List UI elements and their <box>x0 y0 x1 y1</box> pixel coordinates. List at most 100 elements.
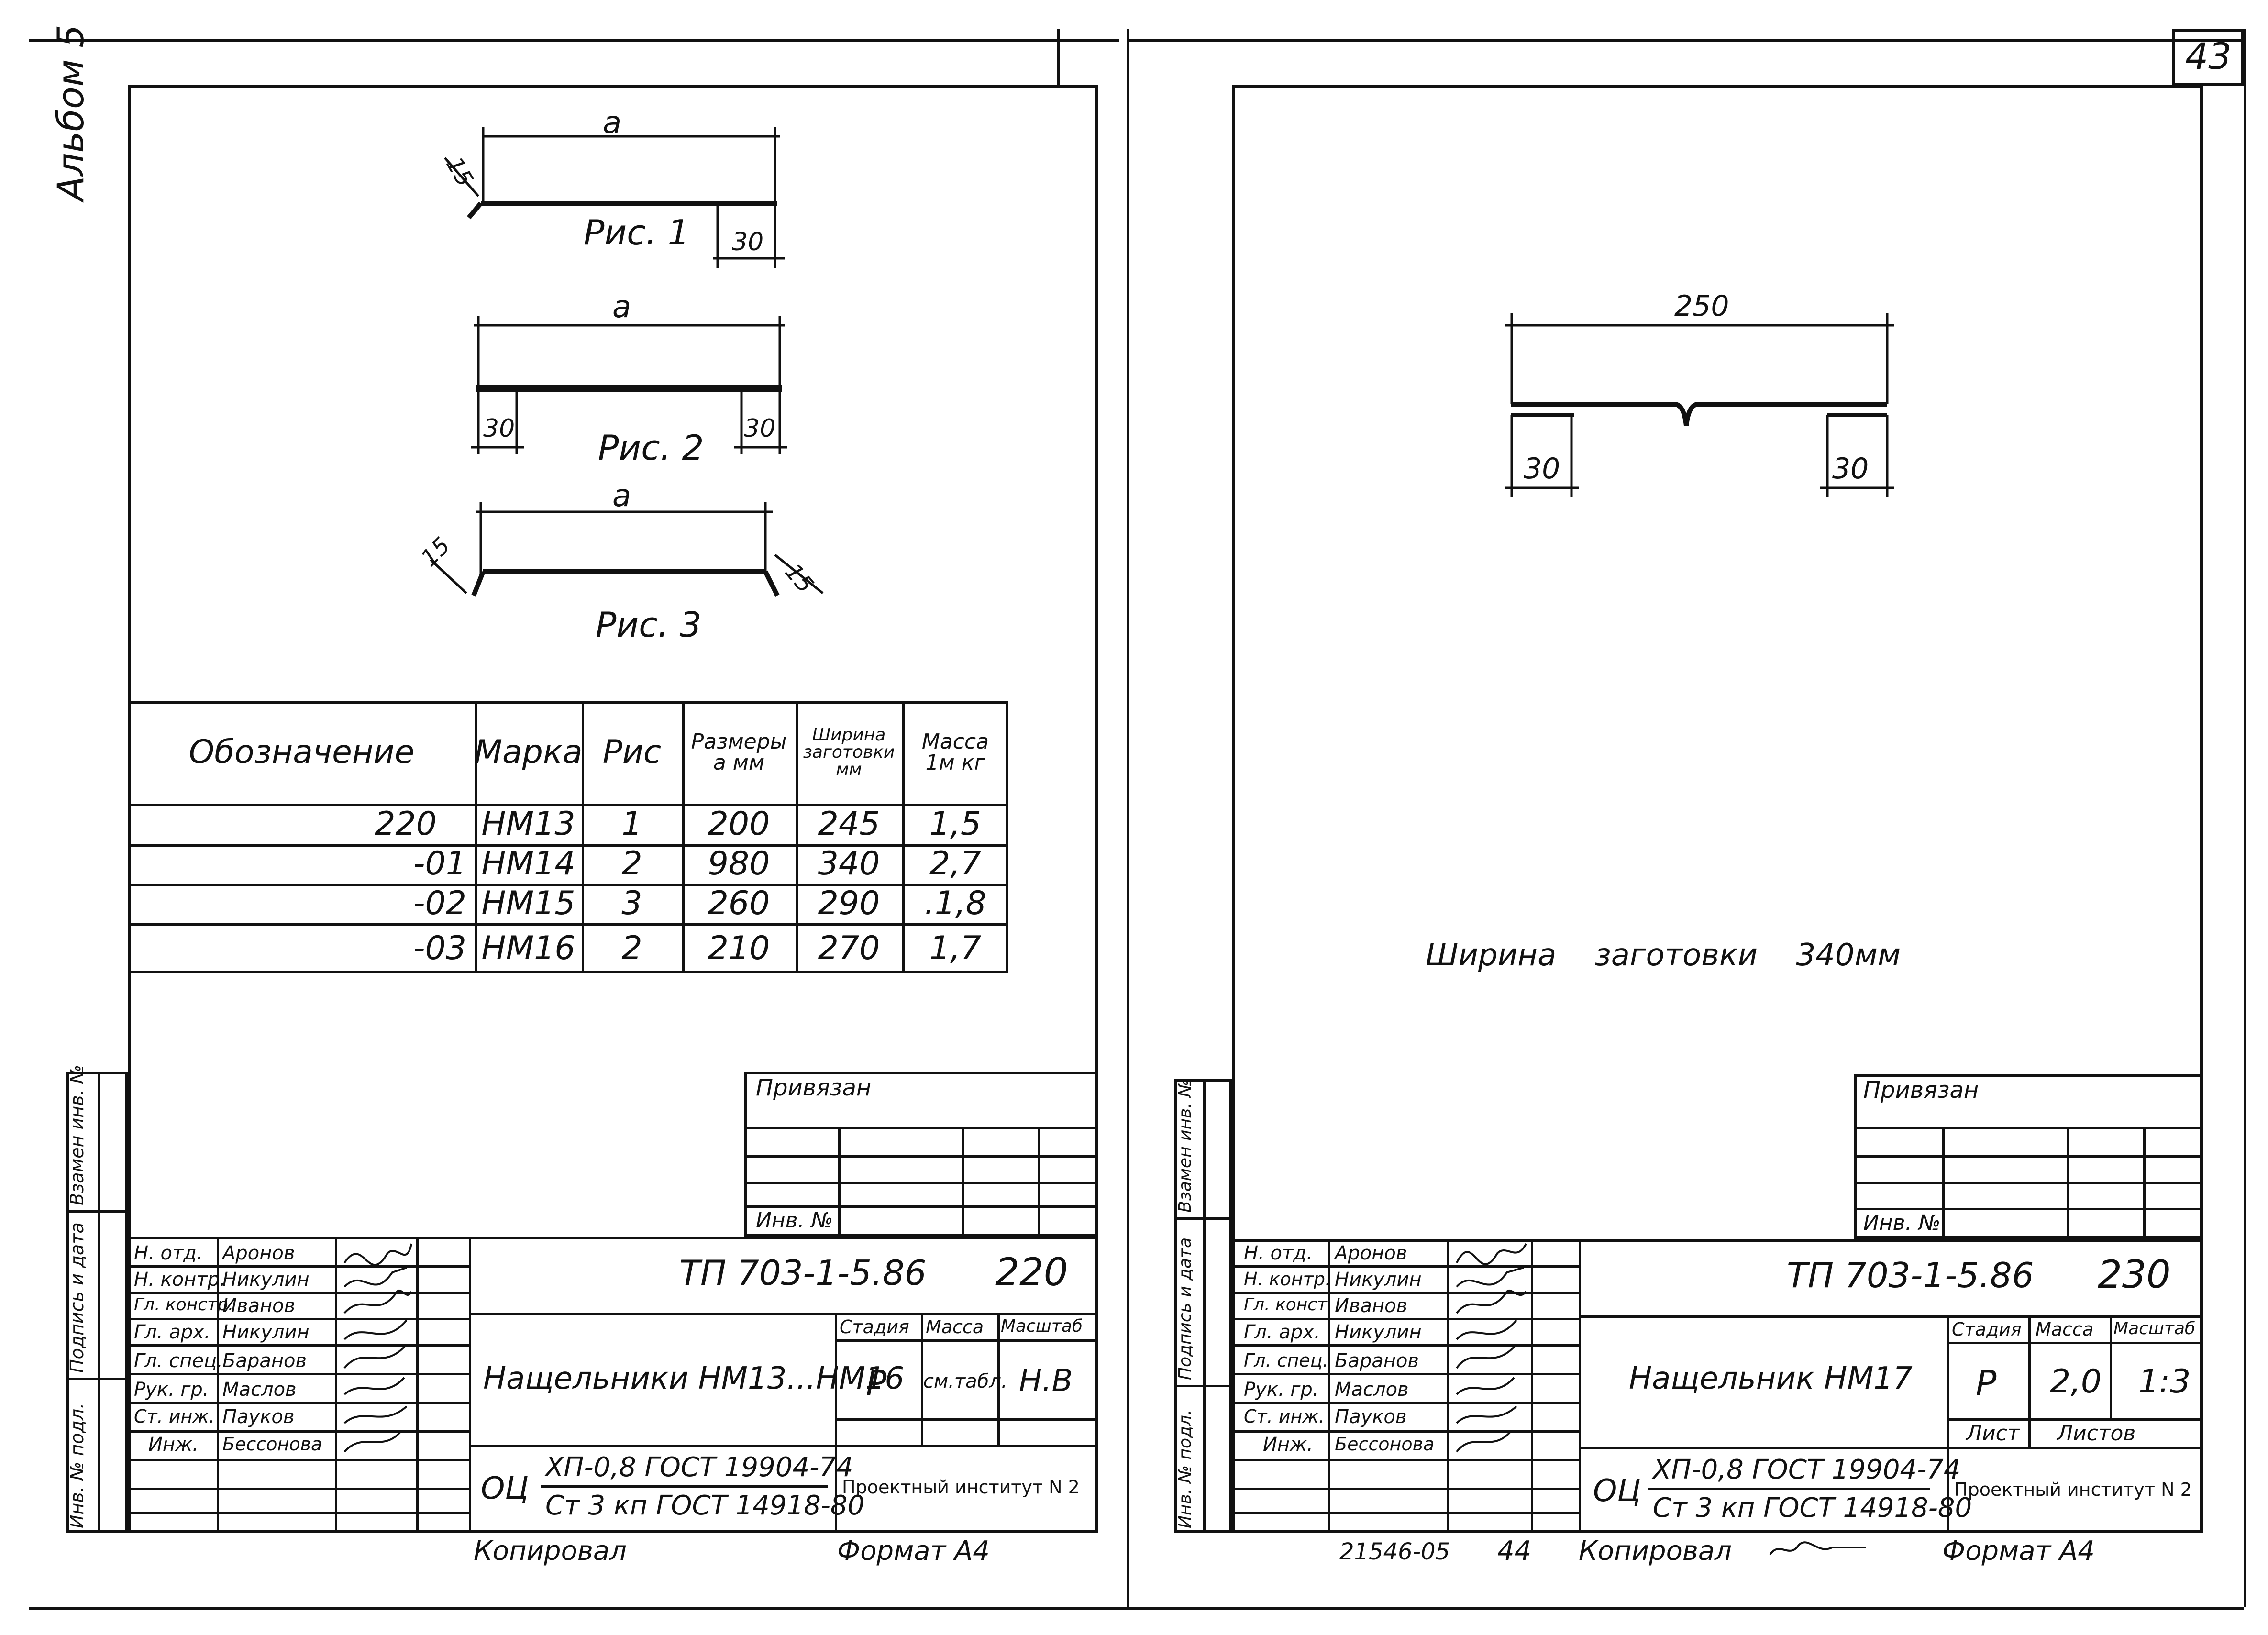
right-staff-role-7: Ст. инж. <box>1244 1406 1325 1427</box>
right-staff-role-8: Инж. <box>1263 1434 1313 1456</box>
fig2-dim-flange-right: 30 <box>744 414 776 443</box>
fig2-label: Рис. 2 <box>598 428 704 468</box>
left-title-block <box>128 1237 1098 1533</box>
table-row-4-designation: -03 <box>413 929 466 967</box>
left-doc-code: ТП 703-1-5.86 <box>679 1253 927 1293</box>
right-dim-right: 30 <box>1832 452 1869 486</box>
table-row-1-fig: 1 <box>621 805 642 843</box>
table-row-3-mass: .1,8 <box>924 884 986 922</box>
table-row-1-mark: НМ13 <box>481 805 575 843</box>
left-staff-name-6: Маслов <box>222 1379 297 1401</box>
top-border-line-right <box>1129 39 2244 42</box>
right-footer-number: 21546-05 <box>1339 1538 1450 1565</box>
left-sheet-tab-line <box>1057 29 1060 86</box>
right-staff-name-4: Никулин <box>1335 1321 1422 1343</box>
right-scale-value: 1:3 <box>2138 1363 2191 1401</box>
left-staff-role-8: Инж. <box>148 1434 199 1456</box>
right-dim-total: 250 <box>1674 289 1729 323</box>
left-org: Проектный институт N 2 <box>842 1477 1080 1498</box>
table-row-2-mark: НМ14 <box>481 845 575 883</box>
top-border-line <box>29 39 1119 42</box>
left-drawing-title: Нащельники НМ13...НМ16 <box>483 1361 905 1396</box>
left-staff-name-7: Пауков <box>222 1406 295 1428</box>
table-row-4-fig: 2 <box>621 929 642 967</box>
right-staff-name-2: Никулин <box>1335 1269 1422 1291</box>
page-number: 43 <box>2185 35 2232 77</box>
table-row-4-mark: НМ16 <box>481 929 575 967</box>
left-staff-role-4: Гл. арх. <box>134 1321 210 1343</box>
right-privyazan-label: Привязан <box>1863 1077 1979 1104</box>
right-lists-label: Листов <box>2057 1421 2136 1446</box>
right-staff-role-5: Гл. спец. <box>1244 1350 1328 1371</box>
col-header-fig: Рис <box>602 733 662 771</box>
right-edge-line <box>2244 29 2246 1607</box>
left-material-top: ХП-0,8 ГОСТ 19904-74 <box>545 1452 853 1483</box>
left-staff-name-5: Баранов <box>222 1350 307 1372</box>
right-staff-name-6: Маслов <box>1335 1379 1409 1401</box>
table-row-3-fig: 3 <box>621 884 642 922</box>
left-mass-label: Масса <box>926 1316 984 1337</box>
left-staff-name-8: Бессонова <box>222 1434 322 1455</box>
left-privyazan-label: Привязан <box>756 1074 872 1101</box>
right-staff-role-2: Н. контр. <box>1244 1269 1331 1290</box>
right-material-top: ХП-0,8 ГОСТ 19904-74 <box>1653 1454 1961 1485</box>
table-row-3-width: 290 <box>818 884 880 922</box>
right-stage-label: Стадия <box>1952 1319 2022 1340</box>
right-org: Проектный институт N 2 <box>1954 1479 2192 1500</box>
right-footer-copied: Копировал <box>1579 1536 1732 1567</box>
right-drawing-title: Нащельник НМ17 <box>1629 1361 1913 1396</box>
table-row-4-size: 210 <box>708 929 770 967</box>
fig3-label: Рис. 3 <box>596 605 702 645</box>
right-staff-name-1: Аронов <box>1335 1242 1407 1264</box>
left-stage-label: Стадия <box>840 1316 909 1337</box>
table-row-1-designation: 220 <box>375 805 437 843</box>
table-row-2-size: 980 <box>708 845 770 883</box>
right-title-block <box>1232 1239 2203 1533</box>
spec-table: Обозначение Марка Рис Размеры a мм Ширин… <box>128 701 1008 973</box>
right-staff-role-1: Н. отд. <box>1244 1242 1313 1264</box>
left-staff-role-5: Гл. спец. <box>134 1350 223 1372</box>
right-staff-name-8: Бессонова <box>1335 1434 1435 1455</box>
left-staff-name-4: Никулин <box>222 1321 310 1343</box>
left-scale-label: Масштаб <box>1001 1316 1083 1336</box>
fig2-dim-a: a <box>612 289 631 325</box>
left-privyazan-block <box>744 1072 1098 1237</box>
right-staff-name-7: Пауков <box>1335 1406 1407 1428</box>
right-stage-value: Р <box>1976 1363 1997 1403</box>
col-header-mass: Масса 1м кг <box>921 729 989 775</box>
left-mass-value: см.табл. <box>923 1370 1007 1392</box>
right-inv-no-label: Инв. № <box>1863 1211 1941 1235</box>
left-staff-role-2: Н. контр. <box>134 1269 226 1291</box>
left-stage-value: Р <box>866 1363 887 1403</box>
bottom-border-line <box>29 1607 2244 1610</box>
right-staff-role-4: Гл. арх. <box>1244 1321 1320 1343</box>
left-staff-role-6: Рук. гр. <box>134 1379 209 1401</box>
right-footer-sheet: 44 <box>1497 1536 1532 1567</box>
left-footer-copied: Копировал <box>474 1536 627 1567</box>
fig2-dim-flange-left: 30 <box>483 414 515 443</box>
left-staff-role-7: Ст. инж. <box>134 1406 215 1427</box>
table-row-3-designation: -02 <box>413 884 466 922</box>
right-staff-role-6: Рук. гр. <box>1244 1379 1319 1401</box>
sheet-divider-line <box>1127 29 1129 1607</box>
left-staff-role-1: Н. отд. <box>134 1242 203 1264</box>
table-row-2-designation: -01 <box>413 845 466 883</box>
right-staff-role-3: Гл. конст. <box>1244 1295 1333 1315</box>
table-row-1-mass: 1,5 <box>929 805 982 843</box>
table-row-4-width: 270 <box>818 929 880 967</box>
table-row-2-mass: 2,7 <box>929 845 982 883</box>
left-staff-name-3: Иванов <box>222 1295 296 1317</box>
left-staff-role-3: Гл. констр. <box>134 1295 234 1315</box>
left-footer-format: Формат А4 <box>837 1536 990 1567</box>
left-side-stamp <box>66 1072 128 1533</box>
right-list-label: Лист <box>1966 1421 2020 1446</box>
col-header-mark: Марка <box>474 733 583 771</box>
fig1-label: Рис. 1 <box>584 212 690 253</box>
right-note: Ширина заготовки 340мм <box>1426 938 1901 973</box>
left-material-bottom: Ст 3 кп ГОСТ 14918-80 <box>545 1490 865 1521</box>
table-row-3-size: 260 <box>708 884 770 922</box>
table-row-1-size: 200 <box>708 805 770 843</box>
